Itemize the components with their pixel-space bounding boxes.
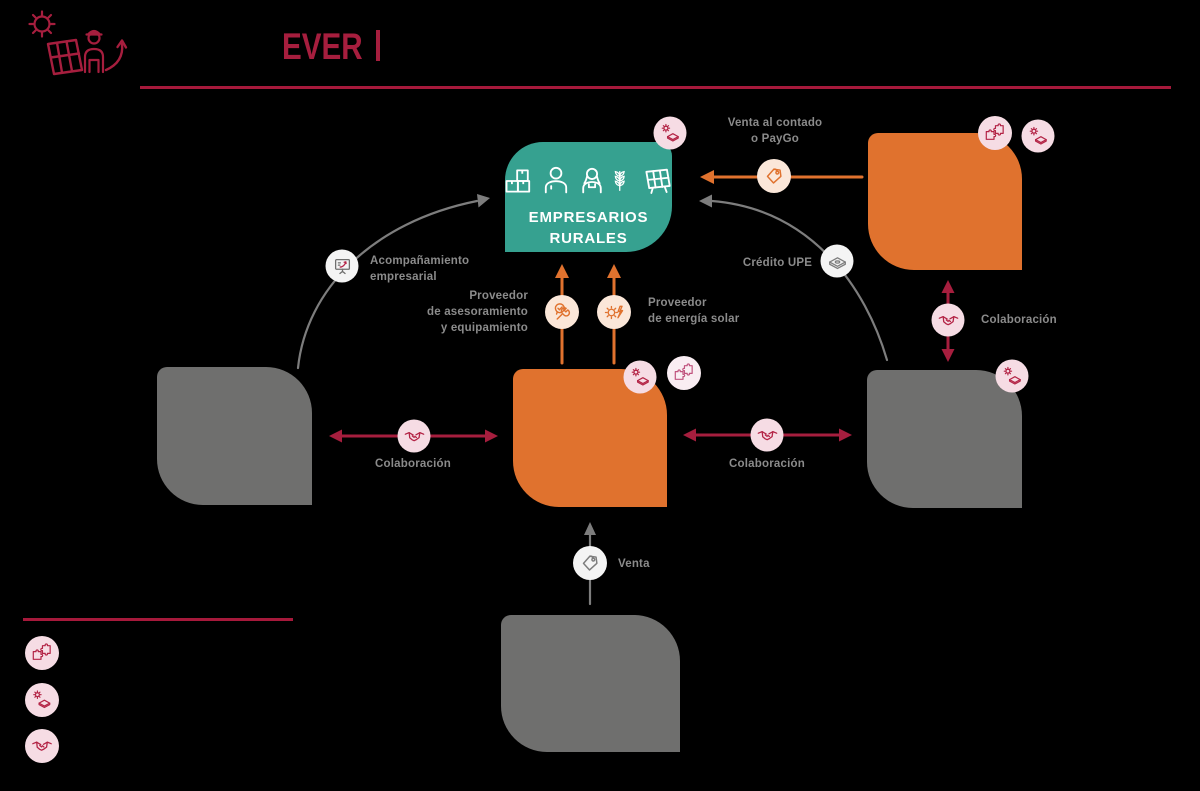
empresarios-icons <box>503 154 675 198</box>
puzzle-icon <box>978 116 1012 150</box>
label-acompanamiento-line1: Acompañamiento <box>370 255 470 267</box>
handshake-icon <box>25 729 59 763</box>
node-gray-left <box>157 367 312 505</box>
label-acompanamiento-line2: empresarial <box>370 270 437 283</box>
gear-money-icon <box>653 116 687 150</box>
label-proveedor-asesoramiento-line1: Proveedor <box>469 290 528 302</box>
label-colaboracion-left: Colaboración <box>375 458 451 470</box>
label-proveedor-asesoramiento-line3: y equipamiento <box>440 321 528 334</box>
node-gray-right <box>867 370 1022 508</box>
man-icon <box>539 164 573 198</box>
presentation-icon <box>325 249 359 283</box>
label-venta-contado: Venta al contado o PayGo <box>715 116 835 148</box>
label-venta-contado-line1: Venta al contado <box>727 117 823 129</box>
wheat-icon <box>611 164 637 198</box>
sun-energy-icon <box>597 295 631 329</box>
handshake-icon <box>397 419 431 453</box>
label-credito-upe: Crédito UPE <box>742 257 813 269</box>
puzzle-icon <box>25 636 59 670</box>
label-colaboracion-right: Colaboración <box>729 458 805 470</box>
solar-panel-node-icon <box>639 164 675 198</box>
label-proveedor-asesoramiento: Proveedor de asesoramiento y equipamient… <box>408 289 528 337</box>
handshake-icon <box>750 418 784 452</box>
label-venta: Venta <box>618 558 650 570</box>
handshake-icon <box>931 303 965 337</box>
empresarios-title: EMPRESARIOS RURALES <box>529 207 649 249</box>
price-tag-icon <box>573 546 607 580</box>
label-acompanamiento: Acompañamiento empresarial <box>370 254 469 286</box>
arrow-credito-upe <box>699 194 889 362</box>
node-gray-bottom <box>501 615 680 752</box>
money-bills-icon <box>820 244 854 278</box>
gear-money-icon <box>623 360 657 394</box>
label-proveedor-asesoramiento-line2: de asesoramiento <box>427 305 528 318</box>
farmer-icon <box>83 29 105 74</box>
brand-divider <box>376 30 380 61</box>
gear-money-icon <box>25 683 59 717</box>
woman-farmer-icon <box>575 164 609 198</box>
boxes-icon <box>503 164 537 198</box>
label-colaboracion-vertical: Colaboración <box>981 314 1057 326</box>
gear-money-icon <box>995 359 1029 393</box>
label-proveedor-energia-line1: Proveedor <box>648 297 707 309</box>
label-venta-contado-line2: o PayGo <box>750 132 800 145</box>
brand-title: EVER <box>282 26 363 67</box>
empresarios-title-line1: EMPRESARIOS <box>528 209 649 226</box>
wrench-check-icon <box>545 295 579 329</box>
header-rule <box>140 86 1171 89</box>
label-proveedor-energia-line2: de energía solar <box>648 312 740 325</box>
solar-panel-icon <box>46 38 84 76</box>
empresarios-title-line2: RURALES <box>549 230 628 247</box>
price-tag-icon <box>757 159 791 193</box>
legend-rule <box>23 618 293 621</box>
node-empresarios-rurales: EMPRESARIOS RURALES <box>505 142 672 252</box>
node-orange-top-right <box>868 133 1022 270</box>
brand-logo <box>28 10 128 76</box>
puzzle-icon <box>667 356 701 390</box>
sun-icon <box>28 10 56 38</box>
gear-money-icon <box>1021 119 1055 153</box>
growth-arrow-icon <box>104 39 128 72</box>
label-proveedor-energia: Proveedor de energía solar <box>648 296 739 328</box>
